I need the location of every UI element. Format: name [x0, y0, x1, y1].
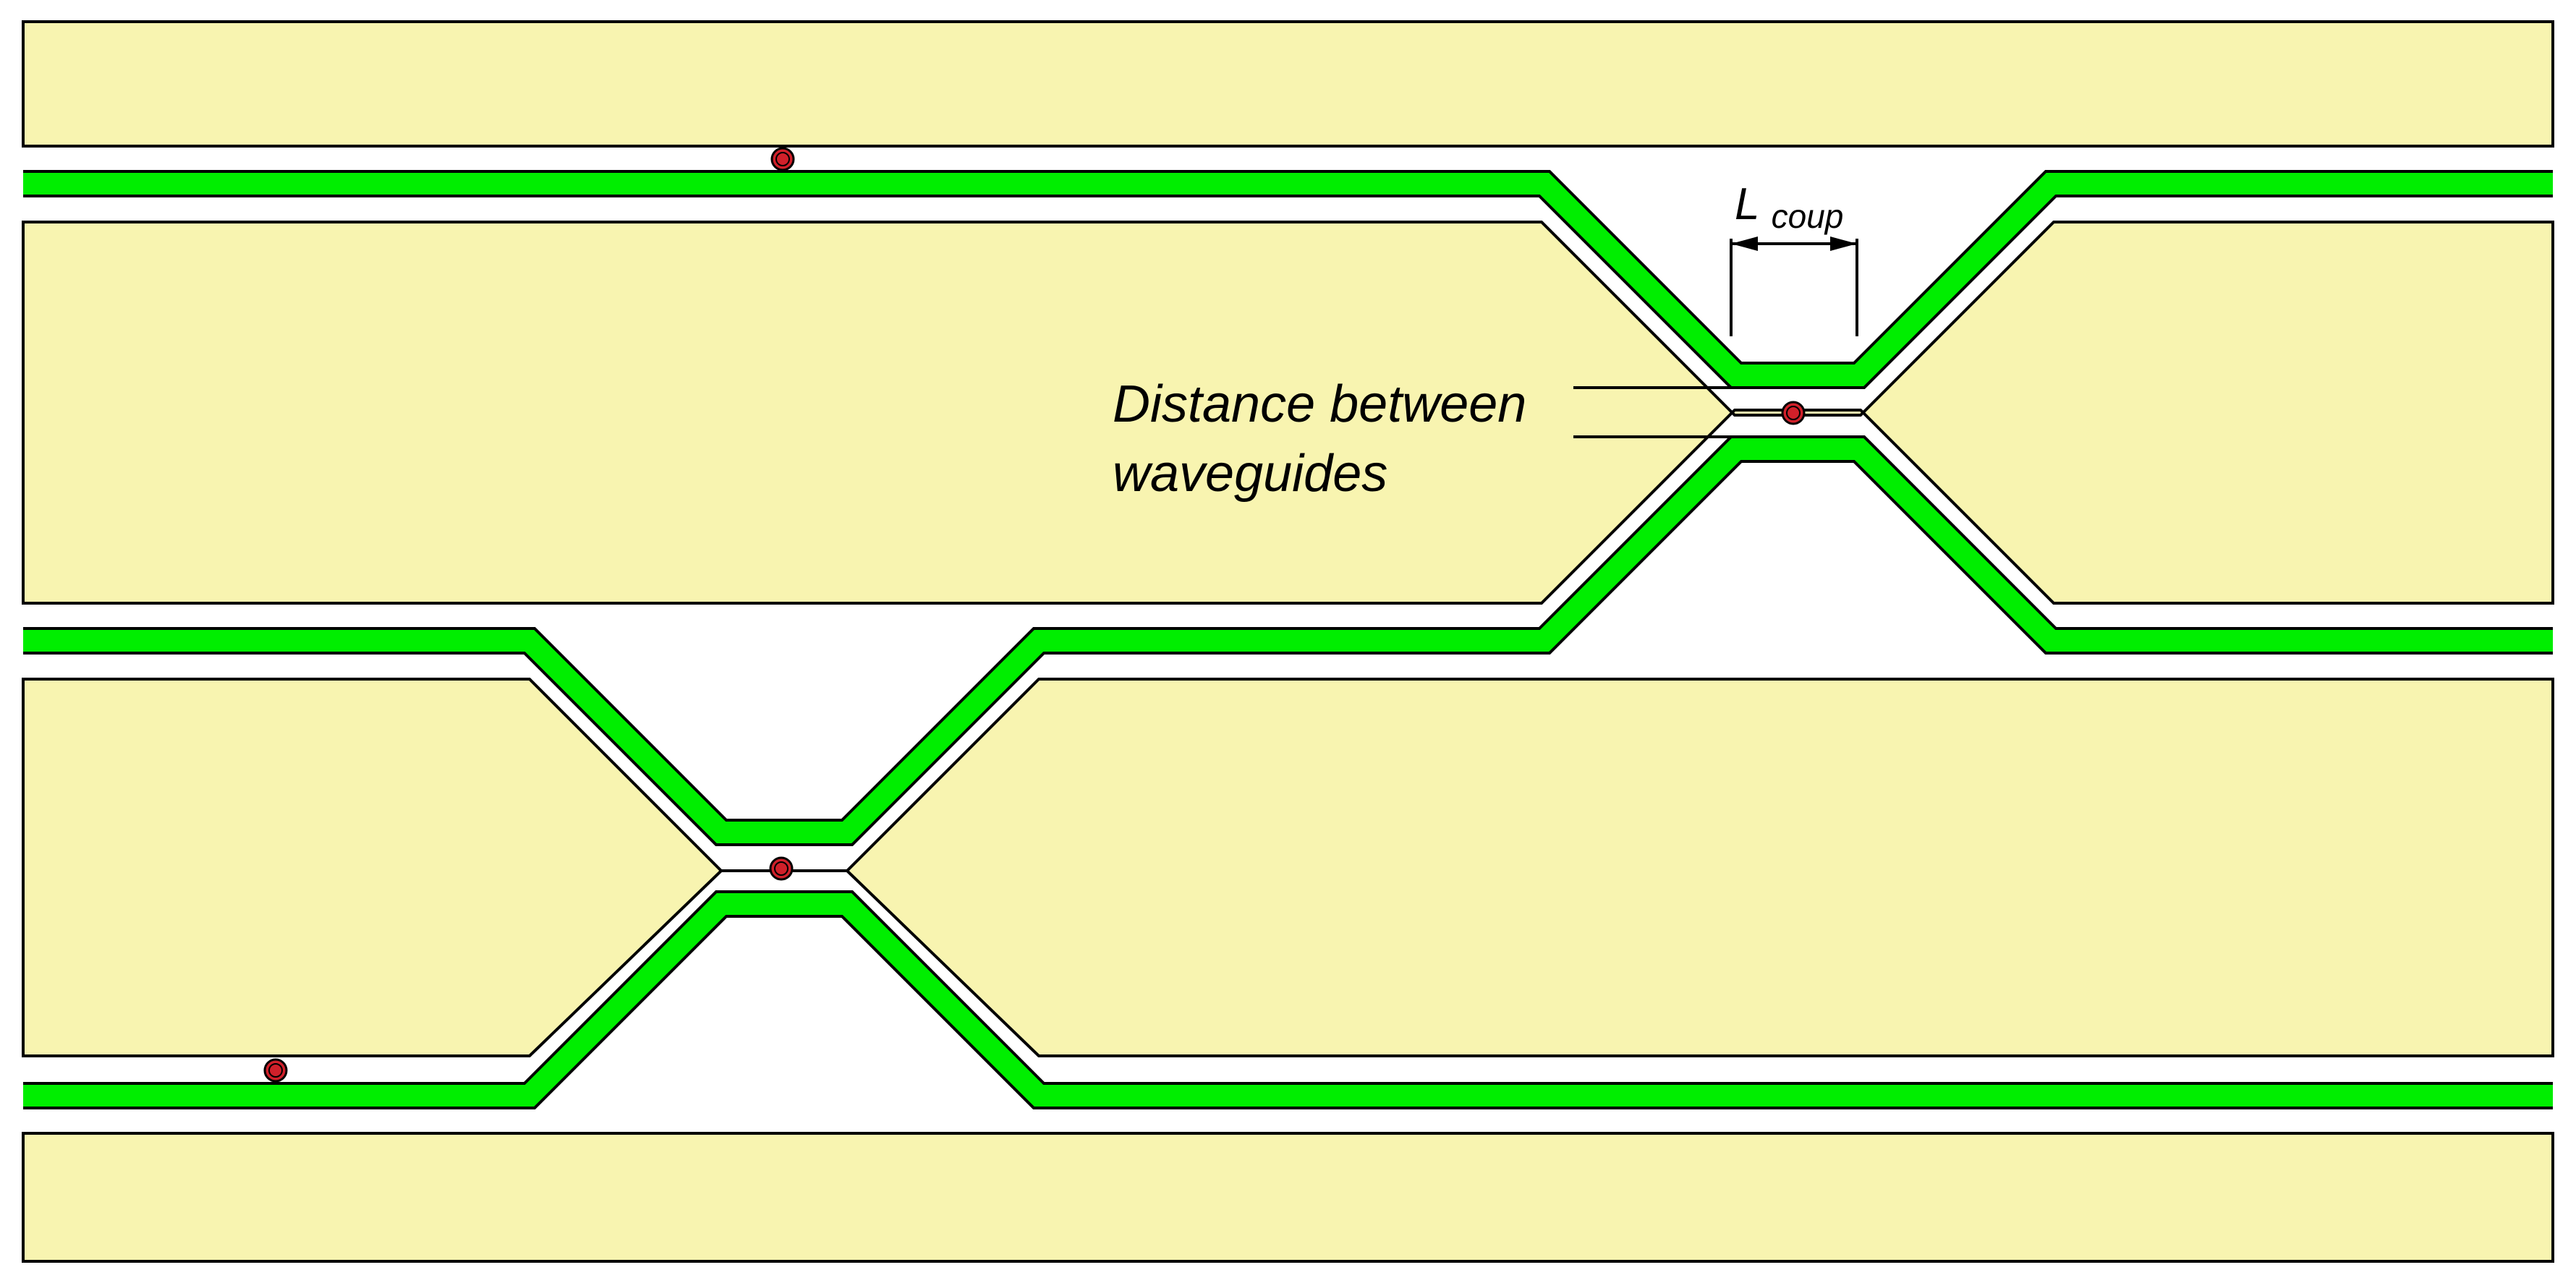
coupling-length-dimension: L coup [1730, 179, 1858, 336]
cladding-bottom [22, 1132, 2554, 1263]
particle-upper-gap [1781, 401, 1806, 425]
dimension-arrowhead-left [1731, 236, 1758, 251]
particle-top-channel [770, 147, 795, 171]
particle-lower-gap [769, 856, 794, 881]
waveguide-1-core [23, 173, 2553, 386]
waveguide-cores [23, 170, 2553, 1109]
cladding-lower-middle [22, 678, 2554, 1057]
waveguide-3-core [23, 893, 2553, 1107]
particle-bottom-channel [263, 1058, 288, 1083]
cladding-regions [22, 20, 2554, 1263]
cladding-upper-middle [22, 221, 2554, 605]
coupling-length-label: L coup [1735, 179, 1843, 235]
distance-annotation: Distance between waveguides [1113, 375, 1731, 503]
particles [263, 147, 1806, 1083]
distance-label-line1: Distance between [1113, 375, 1526, 433]
waveguide-2-core [23, 438, 2553, 843]
coupling-length-subscript: coup [1772, 197, 1844, 235]
coupling-length-symbol: L [1735, 179, 1759, 229]
distance-label-line2: waveguides [1113, 445, 1387, 503]
cladding-top [22, 20, 2554, 148]
dimension-arrowhead-right [1830, 236, 1857, 251]
